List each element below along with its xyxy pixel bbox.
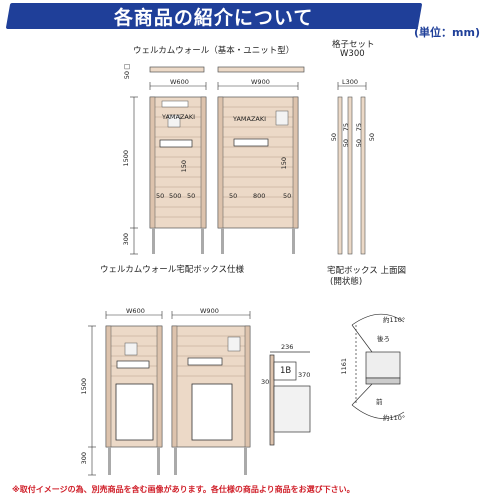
angle-bottom-label: 約110° [383, 414, 406, 422]
lattice-width: W300 [340, 49, 365, 59]
bottom-800-label: 800 [253, 192, 266, 200]
lattice-post-75-a: 75 [342, 123, 350, 132]
dim-l300 [337, 82, 367, 90]
post-50-w900-right: 50 [283, 192, 292, 200]
footer-note: ※取付イメージの為、別売商品を含む画像があります。各仕様の商品より商品をお選び下… [12, 485, 355, 494]
dim-w600-top [149, 82, 207, 90]
angle-top-label: 約110° [383, 316, 406, 324]
mid-150-w600: 150 [180, 160, 188, 173]
w600-top-label: W600 [170, 78, 189, 86]
dim-1161-label: 1161 [340, 358, 348, 375]
w900-bottom-label: W900 [200, 307, 219, 315]
lattice-post-75-b: 75 [355, 123, 363, 132]
back-label: 後ろ [377, 335, 390, 343]
lattice-title: 格子セット [332, 40, 375, 50]
lattice-set [337, 96, 366, 255]
w600-bottom-label: W600 [126, 307, 145, 315]
w900-top-label: W900 [251, 78, 270, 86]
l300-label: L300 [342, 78, 359, 86]
dim-370-label: 370 [298, 371, 311, 379]
dim-w600-bottom [105, 311, 163, 319]
dim-236-label: 236 [281, 343, 294, 351]
h300-bottom-label: 300 [80, 452, 88, 465]
lattice-post-50-b: 50 [355, 139, 363, 148]
brand-label-w600: YAMAZAKI [162, 113, 196, 121]
dim-w900-top [217, 82, 299, 90]
dim-30-label: 30 [261, 378, 270, 386]
box-top-view-title: 宅配ボックス 上面図 [327, 266, 406, 276]
h1500-top-label: 1500 [122, 150, 130, 167]
brand-label-w900: YAMAZAKI [233, 115, 267, 123]
lattice-post-50-right: 50 [368, 133, 376, 142]
front-label: 前 [376, 398, 383, 406]
bottom-500-label: 500 [169, 192, 182, 200]
post-50-w600-left: 50 [156, 192, 165, 200]
post-50-w900-left: 50 [229, 192, 238, 200]
loose-rail-short [149, 66, 205, 73]
set-title-top: ウェルカムウォール（基本・ユニット型） [133, 46, 295, 56]
loose-rail-long [217, 66, 305, 73]
panel-w900-bottom [171, 325, 251, 475]
dim-50c-label: 50□ [123, 63, 131, 80]
dim-w900-bottom [171, 311, 251, 319]
mid-150-w900: 150 [280, 157, 288, 170]
dim-height-top [130, 96, 138, 255]
lattice-post-50-a: 50 [342, 139, 350, 148]
panel-w600-top [149, 96, 207, 254]
dim-height-bottom [88, 325, 96, 476]
panel-w600-bottom [105, 325, 163, 475]
lattice-post-50-left: 50 [330, 133, 338, 142]
box-1b-label: 1B [280, 366, 292, 376]
h300-top-label: 300 [122, 233, 130, 246]
delivery-box-top-view [351, 313, 405, 419]
box-top-view-subtitle: (開状態) [330, 277, 363, 287]
h1500-bottom-label: 1500 [80, 378, 88, 395]
set-title-bottom: ウェルカムウォール宅配ボックス仕様 [100, 265, 244, 275]
unit-label: (単位：mm) [414, 26, 480, 39]
panel-w900-top [217, 96, 299, 254]
delivery-box-side-view [269, 351, 311, 446]
post-50-w600-right: 50 [187, 192, 196, 200]
